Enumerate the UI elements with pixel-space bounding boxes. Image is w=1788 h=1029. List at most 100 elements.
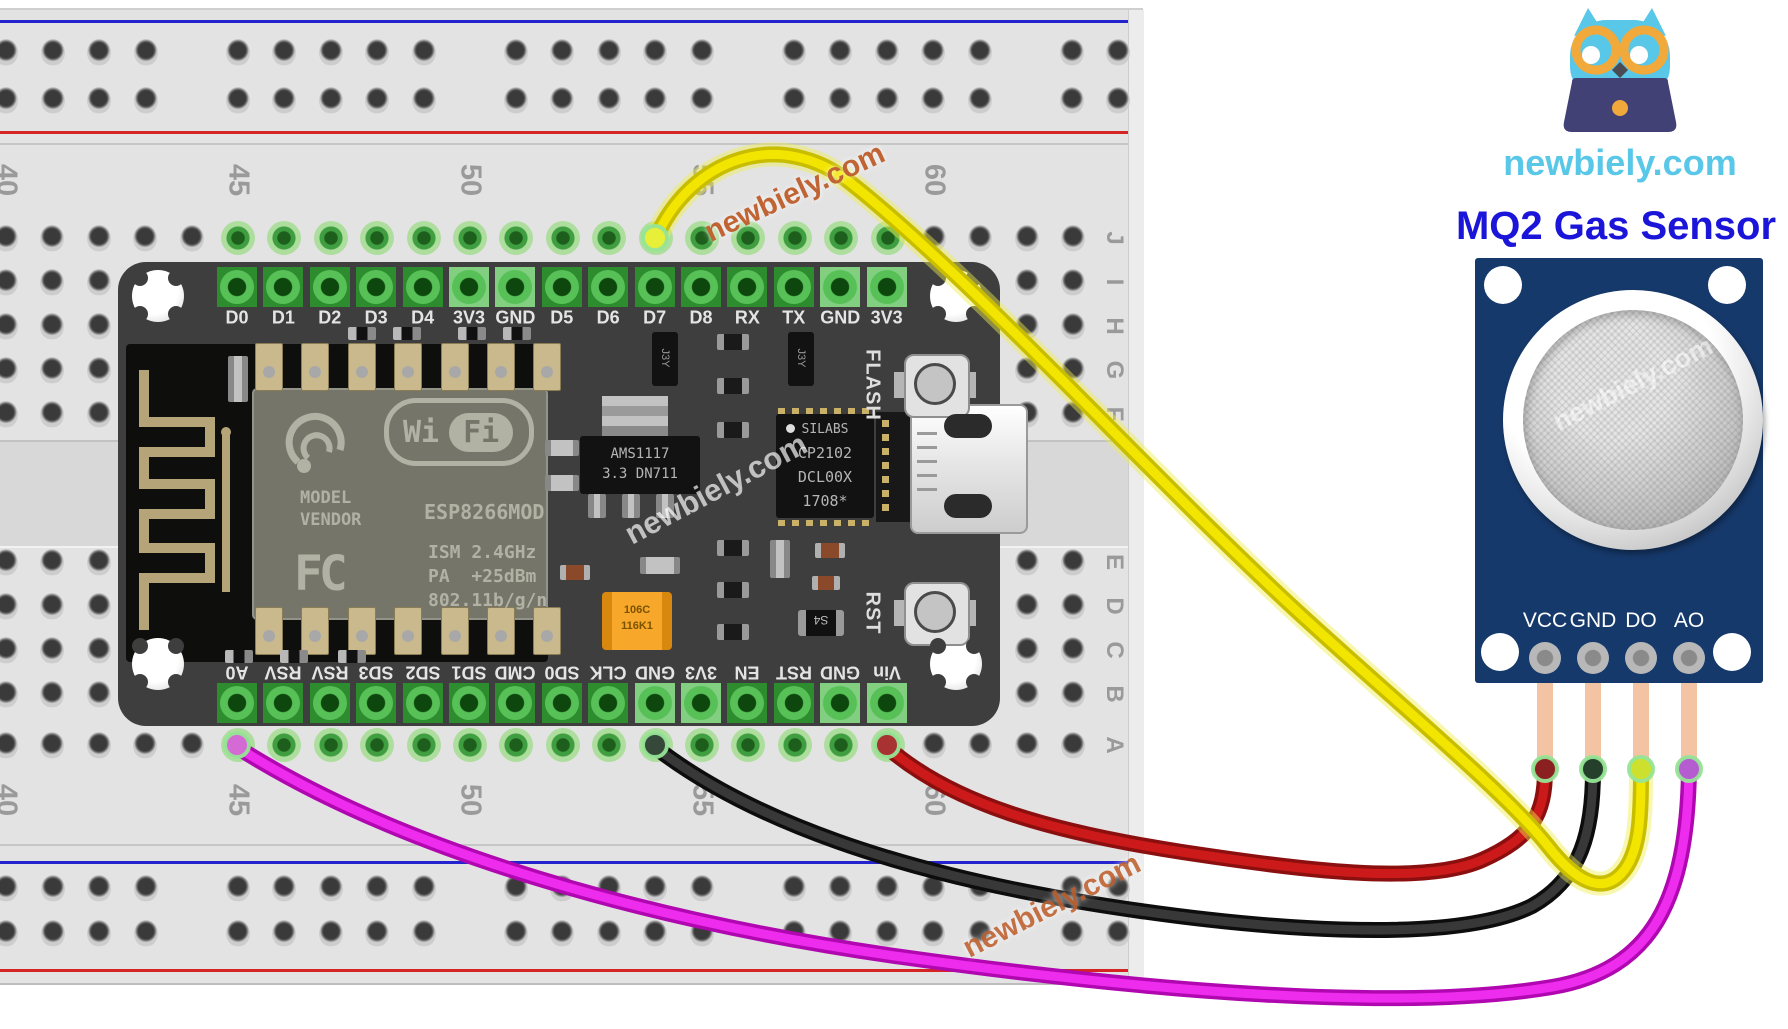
- nodemcu-pin-Vin: [866, 683, 907, 723]
- nodemcu-pin-3V3: [866, 267, 907, 307]
- breadboard-rail-hole: [365, 919, 390, 947]
- rail-line-blue-top: [0, 20, 1143, 23]
- breadboard-hole: [40, 636, 65, 664]
- nodemcu-pin-label: D6: [596, 307, 620, 328]
- breadboard-rail-hole: [318, 919, 343, 947]
- site-logo-wordmark: newbiely.com: [1503, 142, 1737, 183]
- breadboard-hole-glow: [824, 728, 859, 762]
- breadboard-rail-hole: [40, 919, 65, 947]
- sensor-mount-hole: [1713, 633, 1751, 671]
- smd-component: [393, 327, 421, 340]
- breadboard-hole-glow: [221, 221, 255, 255]
- smd-component: [228, 356, 248, 402]
- breadboard-hole: [86, 731, 111, 759]
- nodemcu-pin-D7: [634, 267, 675, 307]
- flash-button-cap[interactable]: [914, 363, 956, 405]
- smd-component: [717, 540, 749, 556]
- breadboard-hole: [40, 548, 65, 576]
- breadboard-rail-hole: [596, 86, 621, 114]
- breadboard-rail-hole: [1106, 874, 1131, 902]
- breadboard-hole: [133, 731, 158, 759]
- module-pad: [440, 607, 469, 655]
- rf-antenna-icon: [285, 412, 345, 473]
- smd-component: [545, 475, 579, 491]
- module-pa-label: PA +25dBm: [428, 566, 537, 587]
- nodemcu-pin-label: D5: [550, 307, 574, 328]
- module-ism-label: ISM 2.4GHz: [428, 542, 537, 563]
- breadboard-rail-hole: [0, 874, 19, 902]
- breadboard-hole-glow: [406, 221, 441, 255]
- screw-notch: [966, 306, 982, 322]
- breadboard-rail-hole: [226, 919, 250, 947]
- nodemcu-pin-A0: [217, 683, 257, 723]
- breadboard-hole-glow: [453, 221, 487, 255]
- breadboard-hole-glow: [731, 728, 766, 762]
- smd-component: [503, 327, 531, 340]
- breadboard-hole: [1061, 592, 1086, 620]
- breadboard-hole: [1061, 224, 1086, 252]
- breadboard-hole-glow: [406, 728, 441, 762]
- screw-notch: [168, 638, 184, 654]
- nodemcu-pin-label: D1: [271, 307, 295, 328]
- nodemcu-pin-RX: [727, 267, 768, 307]
- module-vendor-label: VENDOR: [300, 510, 362, 530]
- sensor-pin-leg: [1633, 683, 1649, 761]
- smd-component: [560, 565, 590, 580]
- screw-notch: [930, 674, 946, 690]
- module-model-label: MODEL: [300, 488, 352, 508]
- breadboard-hole-glow: [267, 221, 302, 255]
- nodemcu-pin-label: 3V3: [452, 307, 486, 328]
- breadboard-hole: [40, 312, 65, 340]
- nodemcu-pin-D4: [402, 267, 443, 307]
- breadboard-rail-hole: [643, 86, 668, 114]
- rail-line-red-bottom: [0, 969, 1143, 972]
- breadboard-divider-bottom: [0, 844, 1143, 846]
- module-pad: [533, 607, 562, 655]
- module-pad: [440, 343, 469, 391]
- breadboard-rail-hole: [133, 874, 158, 902]
- breadboard-rail-hole: [828, 874, 853, 902]
- nodemcu-pin-label: GND: [495, 307, 536, 328]
- usb-tab-bottom: [944, 494, 992, 518]
- usb-stripe: [917, 446, 937, 449]
- breadboard-hole: [86, 400, 111, 428]
- nodemcu-pin-GND: [820, 267, 861, 307]
- smd-component: [280, 650, 308, 663]
- sensor-pin-label-AO: AO: [1673, 609, 1705, 632]
- breadboard-rail-hole: [1106, 86, 1131, 114]
- breadboard-rail-hole: [411, 38, 436, 66]
- wifi-logo: Wi Fi: [384, 398, 534, 466]
- breadboard-rail-hole: [874, 86, 899, 114]
- regulator-line2: 3.3 DN711: [602, 466, 678, 482]
- breadboard-hole: [1014, 680, 1039, 708]
- sensor-mount-hole: [1708, 266, 1746, 304]
- breadboard-hole: [1061, 312, 1086, 340]
- smd-component: [588, 494, 606, 518]
- nodemcu-pin-EN: [727, 683, 768, 723]
- breadboard-rail-hole: [967, 919, 992, 947]
- screw-notch: [132, 306, 148, 322]
- wire-magenta: [232, 742, 1694, 1003]
- breadboard-hole: [0, 312, 18, 340]
- rst-button-cap[interactable]: [914, 591, 956, 633]
- nodemcu-pin-label: 3V3: [870, 307, 903, 328]
- breadboard-hole: [1061, 731, 1086, 759]
- fcc-logo: FC: [294, 546, 348, 602]
- wire-red-tip: [1531, 755, 1559, 783]
- nodemcu-pin-GND: [634, 683, 675, 723]
- breadboard-hole-glow: [777, 728, 812, 762]
- wire-red: [882, 742, 1550, 879]
- breadboard-rail-hole: [874, 38, 899, 66]
- breadboard-rail-hole: [504, 86, 528, 114]
- screw-notch: [132, 270, 148, 286]
- nodemcu-pin-CLK: [588, 683, 629, 723]
- cp2102-pins-bottom: [778, 520, 874, 526]
- breadboard-hole: [40, 731, 65, 759]
- usb-stripe: [917, 474, 937, 477]
- breadboard-rail-hole: [967, 38, 992, 66]
- breadboard-right-edge: [1128, 10, 1144, 979]
- gas-sensor-mesh: [1523, 310, 1743, 530]
- module-pad: [394, 607, 423, 655]
- sensor-pin-leg: [1681, 683, 1697, 761]
- breadboard-rail-hole: [689, 874, 714, 902]
